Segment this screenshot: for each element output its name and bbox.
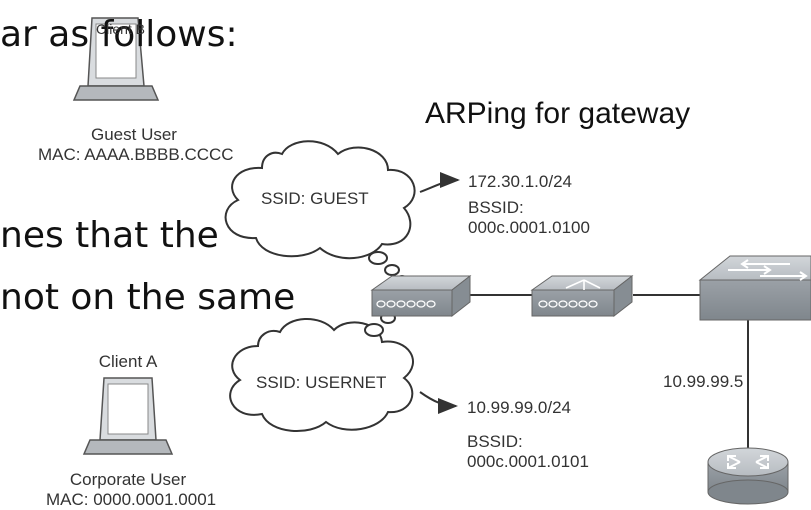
cloud-icon-ssid-usernet [229,303,414,432]
client-a-label: Client A [98,352,158,371]
switch-icon [698,255,811,321]
links [463,294,749,448]
usernet-subnet: 10.99.99.0/24 [467,398,571,417]
slide-text-line-1: ar as follows: [0,14,238,55]
access-point-icon [370,274,472,318]
ssid-guest-label: SSID: GUEST [261,189,369,208]
guest-bssid-label: BSSID: [468,198,524,217]
usernet-bssid-label: BSSID: [467,432,523,451]
diagram-heading: ARPing for gateway [425,97,691,130]
client-b-mac: MAC: AAAA.BBBB.CCCC [38,145,234,164]
slide-text-line-3: not on the same [0,277,296,318]
guest-subnet: 172.30.1.0/24 [468,172,572,191]
guest-bssid-value: 000c.0001.0100 [468,218,590,237]
gateway-ip-label: 10.99.99.5 [663,372,744,391]
slide-text-line-2: nes that the [0,215,219,256]
cloud-icon-ssid-guest [224,140,416,285]
client-b-role: Guest User [91,125,177,144]
ssid-usernet-label: SSID: USERNET [256,373,387,392]
laptop-icon-client-a [82,377,174,455]
arrow-guest-subnet [419,172,460,193]
router-icon [707,447,789,505]
laptop-icon-client-b [72,17,160,101]
wireless-controller-icon [530,274,634,318]
usernet-bssid-value: 000c.0001.0101 [467,452,589,471]
client-a-mac: MAC: 0000.0001.0001 [46,490,217,509]
arrow-usernet-subnet [419,391,458,414]
client-a-role: Corporate User [69,470,187,489]
client-b-label: Client B [96,21,146,37]
